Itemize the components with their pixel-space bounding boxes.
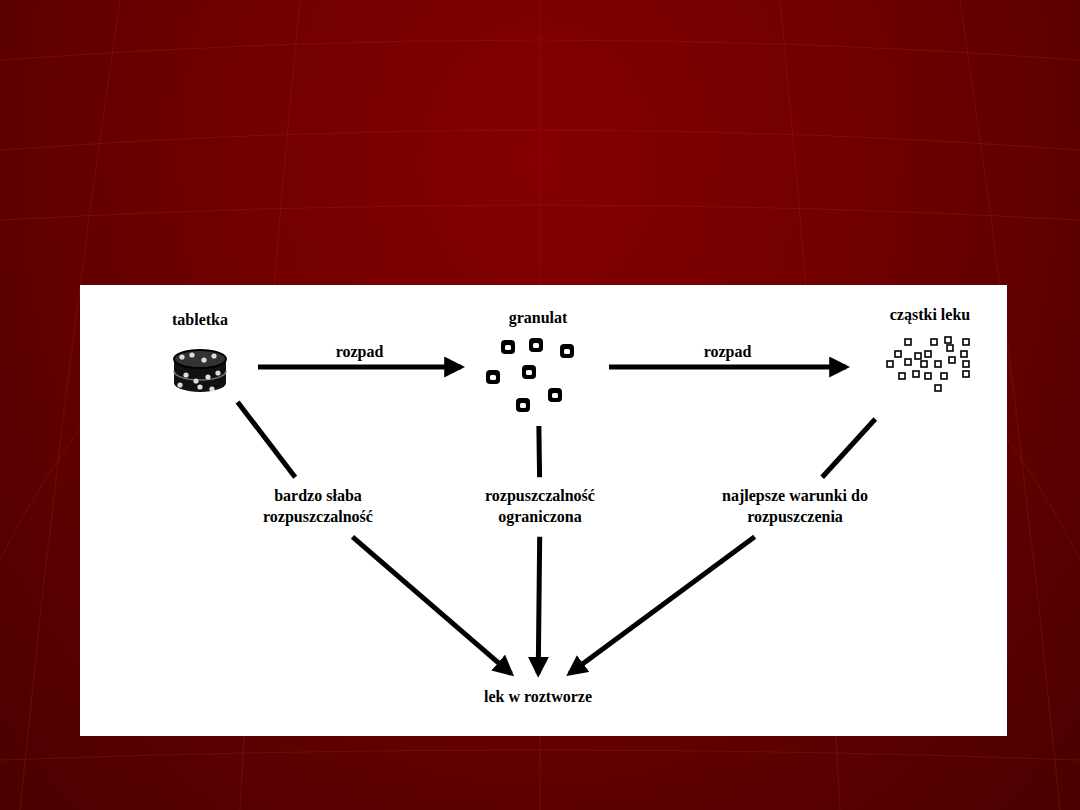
stage-label: rozpuszczalność ograniczona (465, 486, 615, 528)
text-node: bardzo słaba rozpuszczalność (238, 483, 398, 531)
text-node: lek w roztworze (479, 684, 597, 711)
tablet-illustration (158, 335, 242, 415)
stage-label: najlepsze warunki do rozpuszczenia (719, 486, 871, 528)
gran-illustration (483, 333, 593, 413)
arrow (258, 365, 461, 370)
text-node: rozpuszczalność ograniczona (460, 483, 620, 531)
labelled-illustration: tabletka (158, 310, 242, 396)
connector-line (536, 426, 542, 477)
stage-label: lek w roztworze (484, 687, 592, 708)
stage-label: bardzo słaba rozpuszczalność (243, 486, 393, 528)
connector-line (238, 402, 296, 477)
arrow (353, 537, 511, 674)
part-illustration (868, 330, 992, 410)
labelled-illustration: granulat (483, 308, 593, 420)
item-heading: cząstki leku (868, 305, 992, 326)
text-node: najlepsze warunki do rozpuszczenia (714, 483, 876, 531)
arrow (609, 365, 846, 370)
arrow-label: rozpad (334, 343, 386, 361)
arrow-label: rozpad (702, 343, 754, 361)
item-heading: granulat (483, 308, 593, 329)
item-heading: tabletka (158, 310, 242, 331)
arrow (570, 537, 755, 674)
connector-line (822, 419, 875, 477)
arrow (538, 537, 539, 674)
labelled-illustration: cząstki leku (868, 305, 992, 413)
